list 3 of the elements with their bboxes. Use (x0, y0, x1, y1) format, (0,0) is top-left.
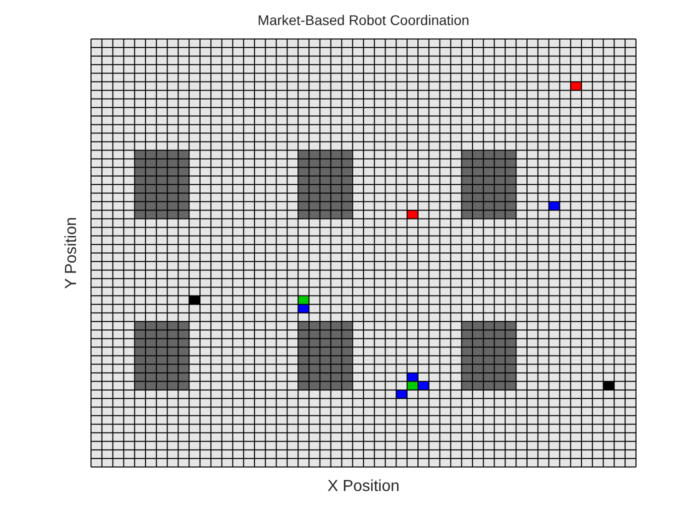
chart-title: Market-Based Robot Coordination (258, 12, 470, 28)
x-axis-label: X Position (327, 478, 400, 496)
y-axis-label: Y Position (63, 217, 81, 289)
